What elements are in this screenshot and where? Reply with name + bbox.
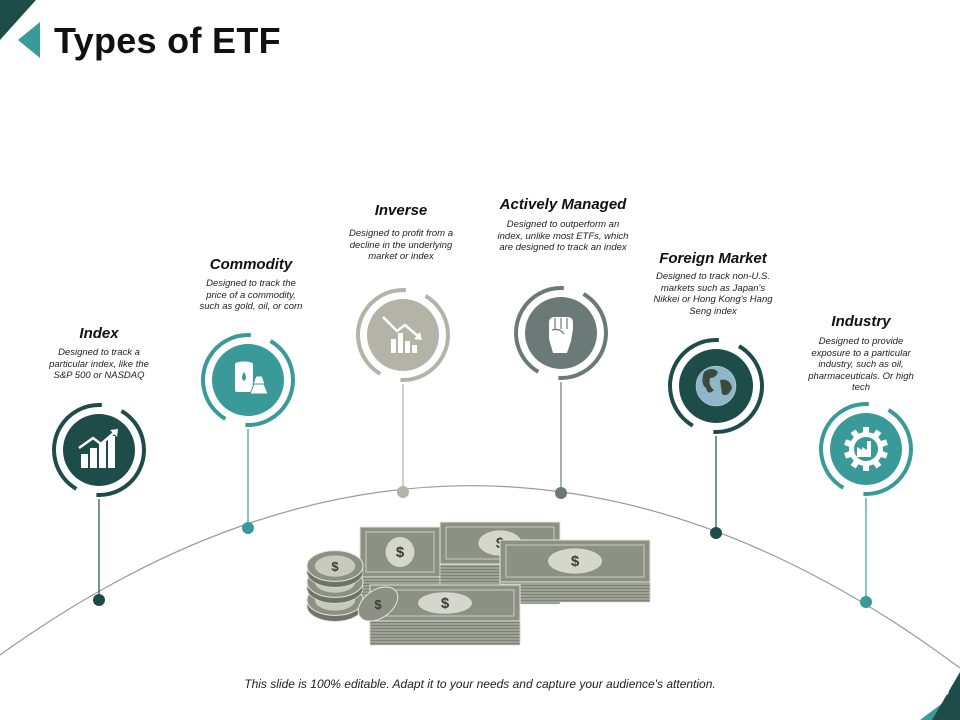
chart-down-icon	[382, 316, 422, 353]
oil-gold-icon	[235, 361, 269, 395]
money-stack-icon: $$$$$$	[306, 521, 651, 646]
icon-ring	[201, 333, 295, 427]
dollar-sign: $	[571, 553, 580, 570]
dollar-sign: $	[374, 597, 382, 612]
icon-ring	[52, 403, 146, 497]
icon-ring	[819, 402, 913, 496]
etf-node-foreign-market	[668, 338, 764, 539]
etf-node-actively-managed	[514, 286, 608, 499]
timeline-arc	[0, 485, 960, 669]
footer-note: This slide is 100% editable. Adapt it to…	[244, 677, 716, 691]
industry-title: Industry	[831, 313, 891, 330]
timeline-dot	[710, 527, 722, 539]
actively-managed-title: Actively Managed	[499, 196, 627, 213]
etf-node-index	[52, 403, 146, 606]
etf-node-industry	[819, 402, 913, 608]
icon-ring	[668, 338, 764, 434]
icon-ring	[514, 286, 608, 380]
foreign-market-description: Designed to track non-U.S. markets such …	[653, 271, 773, 317]
factory-gear-icon	[844, 427, 888, 471]
timeline-dot	[860, 596, 872, 608]
etf-node-inverse	[356, 288, 450, 498]
timeline-dot	[397, 486, 409, 498]
industry-description: Designed to provide exposure to a partic…	[808, 336, 914, 393]
page-number: 10	[936, 686, 950, 698]
inverse-title: Inverse	[374, 202, 428, 219]
dollar-sign: $	[396, 544, 405, 561]
etf-node-commodity	[201, 333, 295, 534]
timeline-dot	[93, 594, 105, 606]
fist-icon	[549, 317, 573, 353]
page-badge	[932, 672, 960, 720]
actively-managed-description: Designed to outperform an index, unlike …	[497, 219, 629, 253]
foreign-market-title: Foreign Market	[659, 250, 767, 267]
globe-icon	[695, 365, 737, 407]
dollar-sign: $	[331, 559, 339, 574]
index-title: Index	[79, 325, 119, 342]
inverse-description: Designed to profit from a decline in the…	[348, 228, 454, 262]
timeline-dot	[242, 522, 254, 534]
index-description: Designed to track a particular index, li…	[49, 347, 149, 381]
corner-decoration	[0, 0, 40, 58]
commodity-description: Designed to track the price of a commodi…	[199, 278, 303, 312]
slide-title: Types of ETF	[54, 20, 281, 61]
dollar-sign: $	[441, 595, 450, 612]
icon-ring	[356, 288, 450, 382]
chart-up-icon	[78, 429, 118, 468]
commodity-title: Commodity	[209, 256, 293, 273]
timeline-dot	[555, 487, 567, 499]
